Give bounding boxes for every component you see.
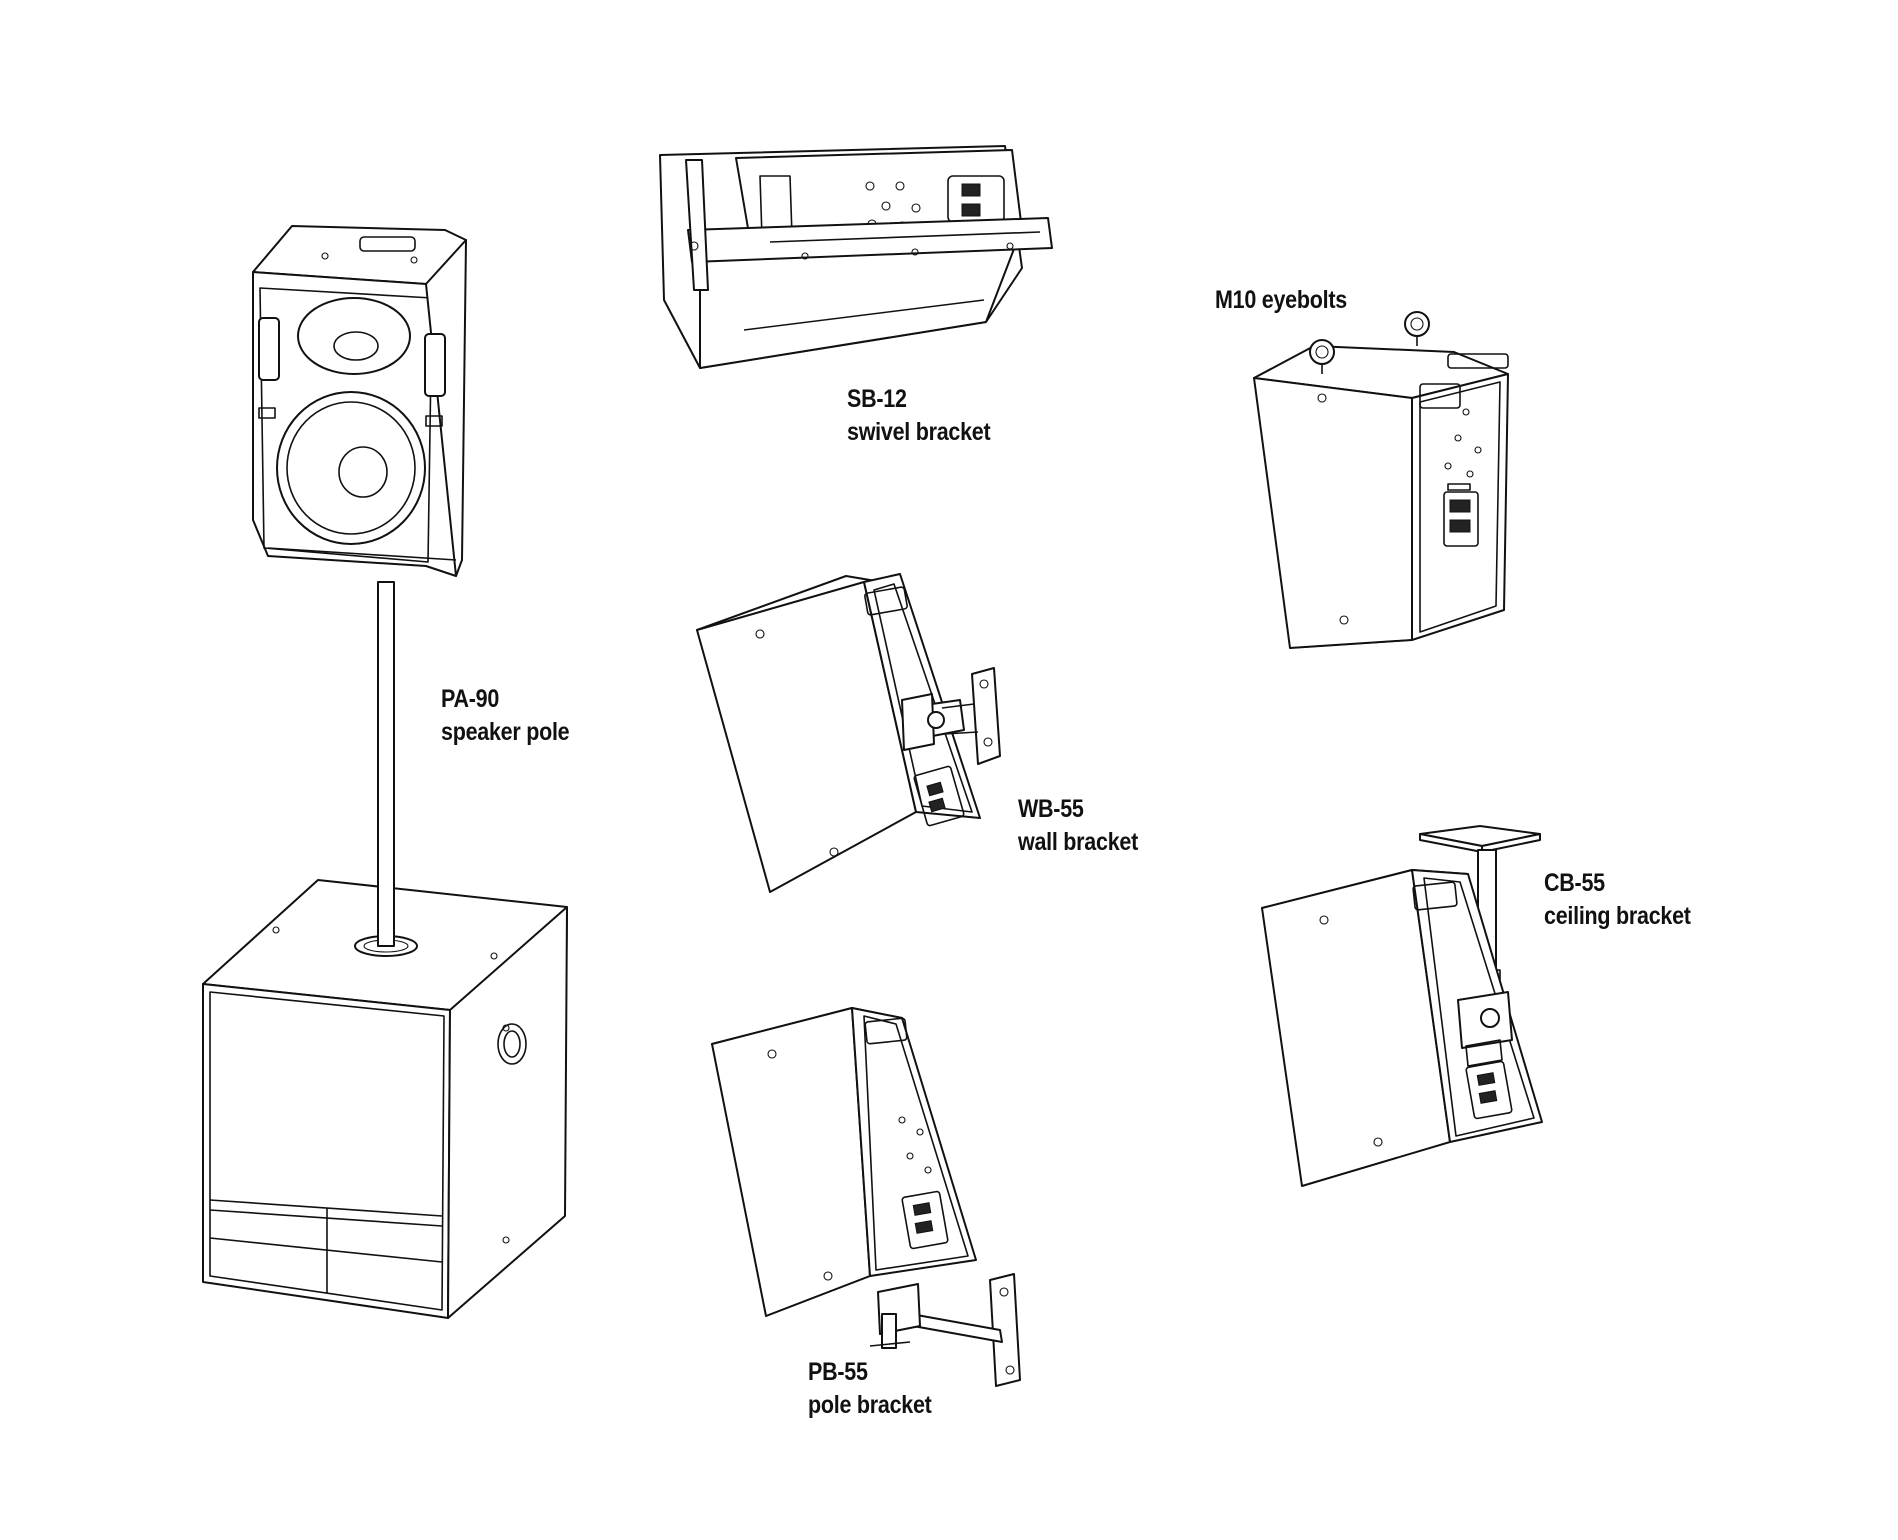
swivel-bracket-speaker	[660, 146, 1052, 368]
eyebolts-label: M10 eyebolts	[1215, 284, 1347, 317]
speaker-pole-label: PA-90 speaker pole	[441, 683, 570, 749]
pole-bracket-name: pole bracket	[808, 1391, 932, 1419]
pole-bracket-speaker	[712, 1008, 1020, 1386]
pole-bracket-label: PB-55 pole bracket	[808, 1356, 932, 1422]
wall-bracket-model: WB-55	[1018, 795, 1084, 823]
swivel-bracket-model: SB-12	[847, 385, 907, 413]
speaker-pole-drawing	[378, 582, 394, 946]
ceiling-bracket-model: CB-55	[1544, 869, 1605, 897]
top-speaker-front-view	[253, 226, 466, 576]
ceiling-bracket-label: CB-55 ceiling bracket	[1544, 867, 1691, 933]
speaker-pole-model: PA-90	[441, 685, 500, 713]
swivel-bracket-label: SB-12 swivel bracket	[847, 383, 991, 449]
eyebolts-name: M10 eyebolts	[1215, 286, 1347, 314]
speaker-pole-name: speaker pole	[441, 718, 570, 746]
eyebolts-speaker	[1254, 312, 1508, 648]
ceiling-bracket-speaker	[1262, 826, 1542, 1186]
wall-bracket-speaker	[697, 574, 1000, 892]
pole-bracket-model: PB-55	[808, 1358, 868, 1386]
wall-bracket-name: wall bracket	[1018, 828, 1138, 856]
ceiling-bracket-name: ceiling bracket	[1544, 902, 1691, 930]
swivel-bracket-name: swivel bracket	[847, 418, 991, 446]
wall-bracket-label: WB-55 wall bracket	[1018, 793, 1138, 859]
